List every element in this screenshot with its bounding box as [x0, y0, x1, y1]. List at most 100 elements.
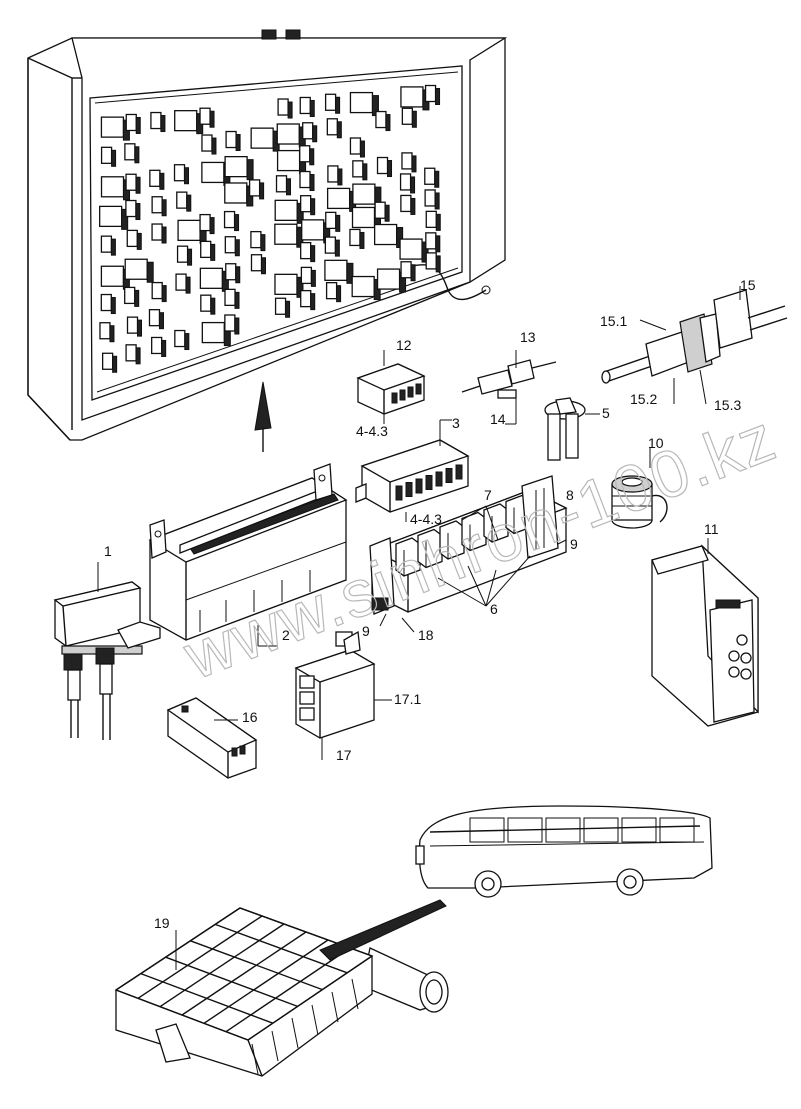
component-shadow — [146, 261, 154, 283]
component-shadow — [184, 167, 190, 185]
component-shadow — [312, 125, 318, 143]
relay — [301, 219, 325, 241]
socket-slot — [405, 482, 413, 497]
relay — [400, 86, 424, 108]
grid-line — [203, 939, 329, 1024]
fuse — [299, 170, 311, 189]
component-shadow — [286, 178, 292, 196]
fuse — [376, 156, 389, 175]
fuse — [325, 211, 337, 230]
fuse — [425, 232, 437, 250]
component-shadow — [234, 317, 240, 335]
fuse — [176, 191, 188, 209]
fuse — [275, 175, 288, 193]
relay — [100, 265, 125, 287]
fuse — [126, 316, 139, 334]
component-shadow — [411, 110, 417, 128]
part-16-bridge-cover — [166, 697, 258, 779]
fuse — [424, 189, 436, 207]
socket-slot — [435, 471, 443, 487]
component-shadow — [136, 232, 142, 250]
component-shadow — [161, 339, 167, 357]
fuse — [100, 146, 113, 164]
component-shadow — [260, 234, 266, 252]
component-shadow — [209, 217, 215, 235]
component-shadow — [185, 276, 191, 294]
bus-window — [621, 817, 657, 843]
component-shadow — [121, 208, 129, 230]
fuse — [225, 263, 237, 281]
bus-window — [659, 817, 695, 843]
component-shadow — [211, 137, 217, 155]
component-shadow — [336, 285, 342, 303]
part-11-din-rail-module — [651, 538, 759, 727]
fuse — [149, 169, 161, 187]
fuse — [100, 293, 112, 312]
fuse — [326, 118, 338, 136]
relay — [177, 219, 201, 242]
fuse — [125, 199, 137, 218]
grid-line — [159, 923, 285, 1008]
grid-line — [225, 947, 351, 1033]
component-shadow — [235, 134, 241, 152]
component-shadow — [410, 176, 416, 194]
fuse — [126, 229, 138, 248]
component-shadow — [161, 199, 167, 217]
fuse — [99, 322, 111, 340]
fuse — [125, 173, 137, 191]
component-shadow — [310, 198, 316, 216]
fuse — [148, 309, 161, 327]
socket-slot — [415, 478, 423, 494]
fuse — [176, 245, 189, 263]
relay — [224, 182, 248, 204]
fuse — [300, 195, 312, 213]
relay — [274, 273, 298, 295]
relay — [100, 176, 125, 198]
fuse — [274, 297, 287, 315]
component-shadow — [110, 238, 116, 256]
grid-line — [137, 915, 263, 999]
block-edge — [311, 1004, 319, 1036]
grid-line — [247, 955, 373, 1041]
fuse — [124, 286, 136, 305]
component-shadow — [187, 248, 193, 266]
grid-line — [115, 907, 241, 991]
bus-window — [507, 817, 543, 843]
block-edge — [251, 1043, 259, 1075]
component-shadow — [309, 174, 315, 192]
fuse — [125, 113, 137, 132]
bus-window — [469, 817, 505, 843]
component-shadow — [134, 289, 140, 307]
callout-19: 19 — [154, 915, 170, 931]
fuse — [250, 254, 263, 272]
electrical-cabinet — [27, 29, 508, 441]
component-shadow — [210, 243, 216, 261]
component-shadow — [234, 214, 240, 232]
component-shadow — [387, 160, 393, 178]
callout-15: 15 — [740, 277, 756, 293]
component-shadow — [410, 264, 416, 282]
rail-relay — [483, 503, 509, 543]
callout-14: 14 — [490, 411, 506, 427]
component-shadow — [434, 170, 440, 188]
component-shadow — [296, 276, 304, 298]
component-shadow — [246, 159, 254, 181]
component-shadow — [335, 214, 341, 232]
relay — [199, 267, 224, 289]
fuse — [401, 107, 414, 125]
fuse — [425, 252, 437, 270]
fuse — [349, 228, 361, 247]
component-shadow — [110, 297, 116, 315]
component-shadow — [336, 121, 342, 139]
relay — [349, 91, 374, 114]
callout-4-a: 4-4.3 — [356, 423, 388, 439]
component-shadow — [335, 96, 341, 114]
callout-4-b: 4-4.3 — [410, 511, 442, 527]
component-shadow — [209, 110, 215, 128]
fuse — [200, 294, 212, 312]
callout-12: 12 — [396, 337, 412, 353]
component-shadow — [135, 203, 141, 221]
component-shadow — [421, 241, 429, 263]
component-shadow — [337, 168, 343, 186]
callout-15-2: 15.2 — [630, 391, 657, 407]
